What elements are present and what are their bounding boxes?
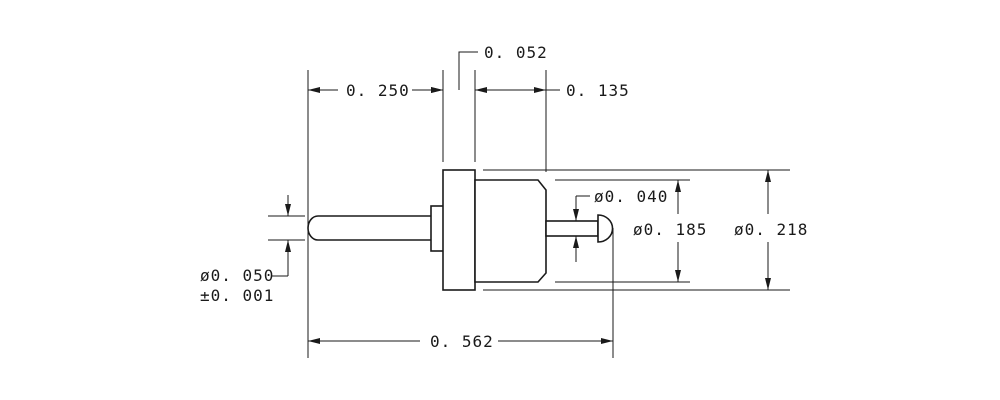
dimension-body-diameter: ø0. 185 xyxy=(633,180,707,282)
dim-flange-width-label: 0. 052 xyxy=(484,43,548,62)
dim-body-diameter-label: ø0. 185 xyxy=(633,220,707,239)
dim-knurl-length-label: 0. 135 xyxy=(566,81,630,100)
knurled-body xyxy=(474,179,547,283)
dimension-flange-width: 0. 052 xyxy=(423,43,548,93)
dim-tip-diameter-label: ø0. 040 xyxy=(594,187,668,206)
dimension-flange-diameter: ø0. 218 xyxy=(734,170,808,290)
dim-left-length-label: 0. 250 xyxy=(346,81,410,100)
domed-tip xyxy=(597,214,614,243)
dim-pin-tolerance-label: ±0. 001 xyxy=(200,286,274,305)
dimension-tip-diameter: ø0. 040 xyxy=(573,187,668,262)
dimension-left-length: 0. 250 xyxy=(308,81,443,100)
tip-pin xyxy=(545,220,599,237)
pin-shoulder xyxy=(430,205,445,252)
dimension-overall-length: 0. 562 xyxy=(308,332,613,351)
dimension-knurl-length: 0. 135 xyxy=(534,81,630,100)
connector-pin-part xyxy=(307,169,614,291)
extension-lines xyxy=(268,70,790,358)
dim-overall-length-label: 0. 562 xyxy=(430,332,494,351)
dim-pin-diameter-label: ø0. 050 xyxy=(200,266,274,285)
left-pin xyxy=(307,215,435,241)
dimension-pin-diameter: ø0. 050 ±0. 001 xyxy=(200,195,291,305)
dim-flange-diameter-label: ø0. 218 xyxy=(734,220,808,239)
flange xyxy=(442,169,476,291)
